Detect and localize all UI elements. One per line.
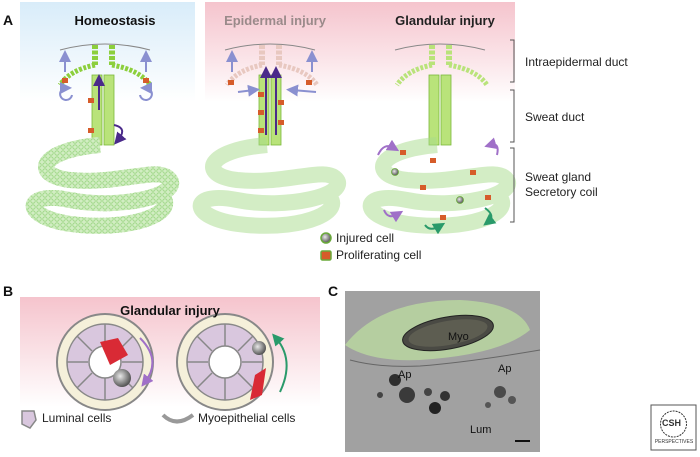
panel-b-title: Glandular injury bbox=[120, 303, 220, 318]
homeostasis-gland bbox=[25, 45, 180, 234]
glandular-injury-gland bbox=[362, 45, 517, 235]
luminal-cell-icon bbox=[21, 410, 37, 429]
logo-text-perspectives: PERSPECTIVES bbox=[654, 439, 694, 445]
legend-injured-cell: Injured cell bbox=[336, 231, 395, 245]
electron-micrograph bbox=[345, 291, 541, 452]
region-label-sweat-duct: Sweat duct bbox=[525, 110, 585, 124]
legend-luminal-cells: Luminal cells bbox=[42, 411, 112, 425]
proliferating-cell-icon bbox=[320, 250, 332, 261]
epidermal-injury-title: Epidermal injury bbox=[224, 13, 326, 28]
panel-c-letter: C bbox=[328, 283, 339, 299]
legend-proliferating-cell: Proliferating cell bbox=[336, 248, 422, 262]
region-label-intraepidermal: Intraepidermal duct bbox=[525, 55, 628, 69]
label-ap-2: Ap bbox=[498, 363, 512, 375]
panel-b-letter: B bbox=[3, 283, 14, 299]
homeostasis-title: Homeostasis bbox=[74, 13, 156, 28]
region-label-secretory-coil: Secretory coil bbox=[525, 185, 598, 199]
epidermal-injury-gland bbox=[192, 45, 347, 234]
skin-surface-1 bbox=[59, 43, 151, 51]
gland-cross-section-2 bbox=[176, 313, 288, 411]
region-label-sweat-gland: Sweat gland bbox=[525, 170, 592, 184]
panel-a-letter: A bbox=[3, 12, 14, 28]
gland-cross-section-1 bbox=[56, 313, 154, 411]
injured-cell-icon bbox=[320, 232, 332, 244]
label-ap-1: Ap bbox=[398, 369, 412, 381]
skin-surface-3 bbox=[394, 43, 486, 51]
myoepithelial-cell-icon bbox=[161, 413, 195, 424]
glandular-injury-title: Glandular injury bbox=[395, 13, 495, 28]
bracket-sweat-duct bbox=[510, 89, 515, 143]
bracket-intraepidermal bbox=[510, 39, 515, 83]
skin-surface-2 bbox=[224, 43, 316, 51]
logo-text-csh: CSH bbox=[662, 418, 682, 428]
label-lum: Lum bbox=[470, 424, 492, 436]
legend-myoepithelial-cells: Myoepithelial cells bbox=[198, 411, 296, 425]
logo-emblem bbox=[660, 410, 687, 438]
logo-frame bbox=[650, 404, 697, 451]
bracket-sweat-gland bbox=[510, 147, 515, 223]
label-myo: Myo bbox=[448, 331, 469, 343]
